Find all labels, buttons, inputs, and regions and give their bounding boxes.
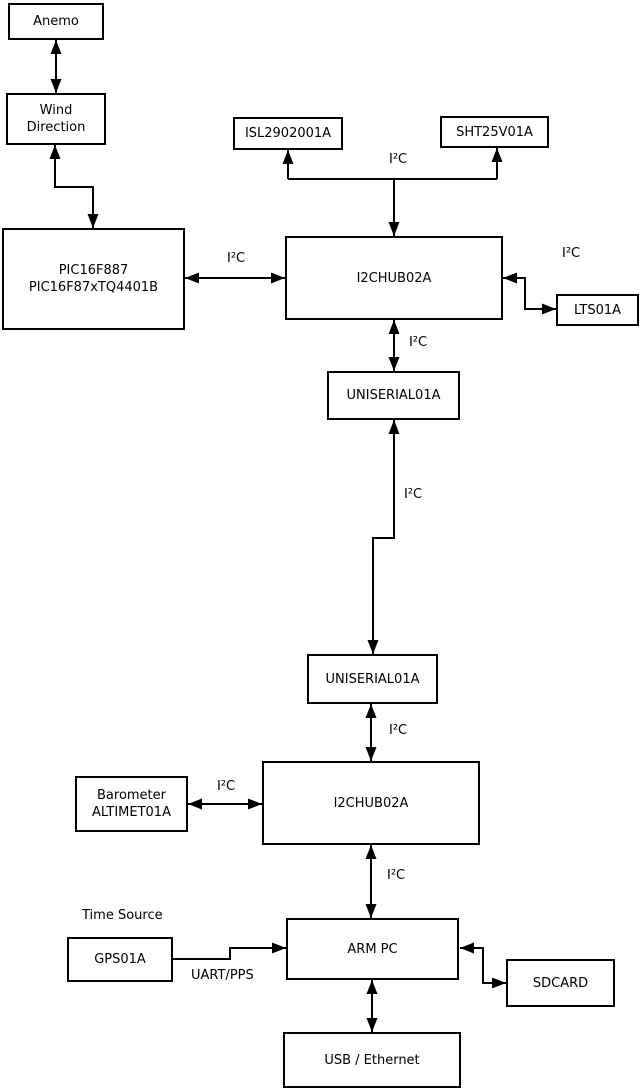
node-gps01a-label: GPS01A: [94, 952, 146, 967]
edge-label-i2c-lts: I²C: [562, 246, 581, 261]
edge-label-i2c-uniserial-link: I²C: [404, 487, 423, 502]
node-i2chub-top: I2CHUB02A: [285, 236, 503, 320]
node-wind-direction-line1: Wind: [39, 103, 73, 118]
edge-label-i2c-sensor-bus: I²C: [389, 152, 408, 167]
node-pic-line1: PIC16F887: [58, 263, 129, 278]
node-i2chub-bottom-label: I2CHUB02A: [333, 795, 409, 811]
node-i2chub-bottom: I2CHUB02A: [262, 761, 480, 845]
node-uniserial-bottom-label: UNISERIAL01A: [325, 671, 420, 687]
label-time-source: Time Source: [82, 908, 163, 923]
edge-label-i2c-pic-hub: I²C: [227, 251, 246, 266]
edge-label-i2c-uniserial-hub-bottom: I²C: [389, 723, 408, 738]
node-wind-direction-line2: Direction: [26, 120, 86, 135]
node-lts01a-label: LTS01A: [573, 302, 622, 318]
node-armpc: ARM PC: [286, 918, 459, 980]
connector-gps-armpc: [173, 942, 286, 960]
node-sht25v01a-label: SHT25V01A: [456, 124, 533, 140]
node-isl2902001a-label: ISL2902001A: [244, 126, 332, 141]
node-pic: PIC16F887 PIC16F87xTQ4401B: [2, 228, 185, 330]
node-barometer: Barometer ALTIMET01A: [75, 776, 188, 832]
node-isl2902001a: ISL2902001A: [233, 117, 343, 150]
node-sdcard: SDCARD: [506, 959, 615, 1007]
connector-i2chub-top-lts: [503, 272, 556, 315]
connector-uniserial-top-uniserial-bottom: [367, 420, 400, 654]
node-uniserial-bottom: UNISERIAL01A: [307, 654, 438, 704]
node-i2chub-top-label: I2CHUB02A: [356, 270, 432, 286]
node-wind-direction: Wind Direction: [6, 93, 106, 145]
edge-label-i2c-hub-armpc: I²C: [387, 868, 406, 883]
node-lts01a: LTS01A: [556, 294, 639, 326]
node-gps01a: GPS01A: [67, 937, 173, 982]
connector-winddirection-pic: [49, 145, 99, 228]
node-uniserial-top: UNISERIAL01A: [327, 371, 460, 420]
node-usb-ethernet: USB / Ethernet: [283, 1032, 461, 1088]
edge-label-i2c-hub-uniserial-top: I²C: [409, 335, 428, 350]
node-pic-line2: PIC16F87xTQ4401B: [28, 280, 159, 295]
node-usb-ethernet-label: USB / Ethernet: [324, 1052, 420, 1068]
node-armpc-label: ARM PC: [347, 941, 398, 957]
node-uniserial-top-label: UNISERIAL01A: [346, 388, 441, 403]
node-anemo-label: Anemo: [33, 14, 79, 29]
node-sht25v01a: SHT25V01A: [440, 116, 549, 148]
node-anemo: Anemo: [8, 3, 104, 40]
node-sdcard-label: SDCARD: [532, 975, 589, 991]
node-barometer-line2: ALTIMET01A: [92, 805, 171, 820]
node-barometer-line1: Barometer: [97, 788, 166, 803]
edge-label-uart-pps: UART/PPS: [191, 968, 254, 983]
edge-label-i2c-barometer: I²C: [217, 779, 236, 794]
connector-armpc-sdcard: [460, 942, 506, 989]
